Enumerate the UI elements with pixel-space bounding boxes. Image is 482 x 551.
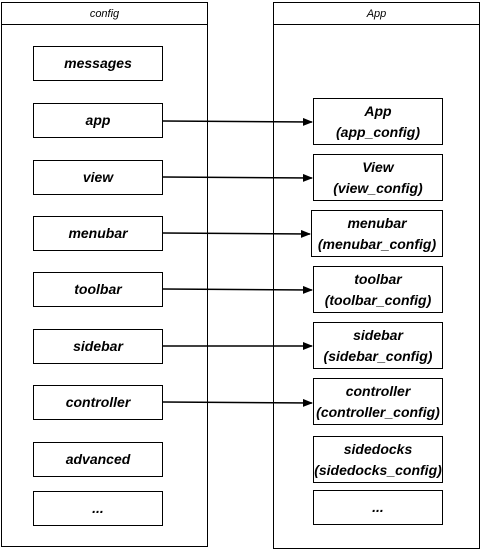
config-item-toolbar: toolbar — [33, 272, 163, 307]
app-item-config: (view_config) — [333, 179, 423, 196]
app-item-menubar: menubar (menubar_config) — [311, 210, 443, 257]
app-item-controller: controller (controller_config) — [313, 378, 443, 425]
config-item-advanced: advanced — [33, 442, 163, 477]
config-item-label: controller — [65, 394, 131, 410]
config-item-label: view — [82, 169, 114, 185]
app-item-name: menubar — [347, 214, 407, 231]
app-item-sidedocks: sidedocks (sidedocks_config) — [313, 436, 443, 483]
app-item-config: (app_config) — [336, 123, 420, 140]
app-item-name: controller — [345, 382, 411, 399]
config-item-label: messages — [64, 55, 132, 71]
app-item-name: ... — [372, 499, 384, 515]
config-item-label: toolbar — [74, 281, 122, 297]
app-item-sidebar: sidebar (sidebar_config) — [313, 322, 443, 369]
app-panel-title: App — [274, 3, 479, 25]
config-item-messages: messages — [33, 46, 163, 81]
config-item-label: advanced — [65, 451, 131, 467]
app-item-app: App (app_config) — [313, 98, 443, 145]
config-item-controller: controller — [33, 385, 163, 420]
config-panel-title: config — [2, 3, 207, 25]
config-item-label: sidebar — [73, 338, 123, 354]
app-item-name: toolbar — [354, 270, 402, 287]
app-item-config: (toolbar_config) — [324, 291, 432, 308]
app-item-config: (sidebar_config) — [323, 347, 433, 364]
app-item-toolbar: toolbar (toolbar_config) — [313, 266, 443, 313]
config-item-more: ... — [33, 491, 163, 526]
app-item-name: App — [364, 102, 392, 119]
app-item-config: (menubar_config) — [317, 235, 437, 252]
app-item-config: (sidedocks_config) — [314, 461, 442, 478]
app-item-name: View — [362, 158, 394, 175]
config-item-sidebar: sidebar — [33, 329, 163, 364]
config-item-label: app — [85, 112, 111, 128]
config-item-app: app — [33, 103, 163, 138]
app-item-name: sidedocks — [343, 440, 413, 457]
app-item-view: View (view_config) — [313, 154, 443, 201]
config-item-menubar: menubar — [33, 216, 163, 251]
app-item-more: ... — [313, 490, 443, 525]
app-item-config: (controller_config) — [316, 403, 440, 420]
config-item-view: view — [33, 160, 163, 195]
app-item-name: sidebar — [353, 326, 403, 343]
config-item-label: ... — [92, 500, 104, 516]
config-item-label: menubar — [68, 225, 128, 241]
